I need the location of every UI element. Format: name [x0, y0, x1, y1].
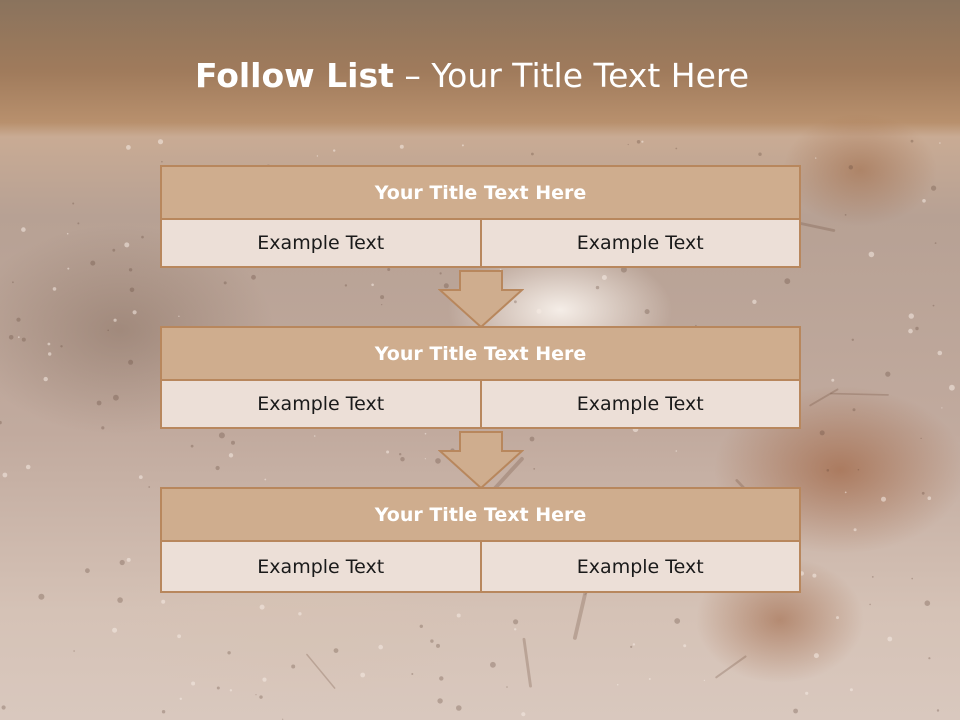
- down-arrow-icon: [438, 270, 524, 328]
- block-title: Your Title Text Here: [160, 165, 801, 220]
- block-cell-right: Example Text: [479, 540, 801, 593]
- block-cell-right: Example Text: [479, 379, 801, 429]
- block-title: Your Title Text Here: [160, 326, 801, 381]
- slide-title: Follow List – Your Title Text Here: [0, 52, 944, 100]
- list-block-1: Your Title Text Here Example Text Exampl…: [160, 165, 801, 268]
- block-cell-right: Example Text: [479, 218, 801, 268]
- slide-title-bold: Follow List: [194, 56, 394, 95]
- block-cell-left: Example Text: [160, 540, 482, 593]
- list-block-3: Your Title Text Here Example Text Exampl…: [160, 487, 801, 593]
- list-block-2: Your Title Text Here Example Text Exampl…: [160, 326, 801, 429]
- block-cell-left: Example Text: [160, 218, 482, 268]
- slide-title-rest: – Your Title Text Here: [393, 56, 750, 95]
- down-arrow-icon: [438, 431, 524, 489]
- block-cell-left: Example Text: [160, 379, 482, 429]
- block-title: Your Title Text Here: [160, 487, 801, 542]
